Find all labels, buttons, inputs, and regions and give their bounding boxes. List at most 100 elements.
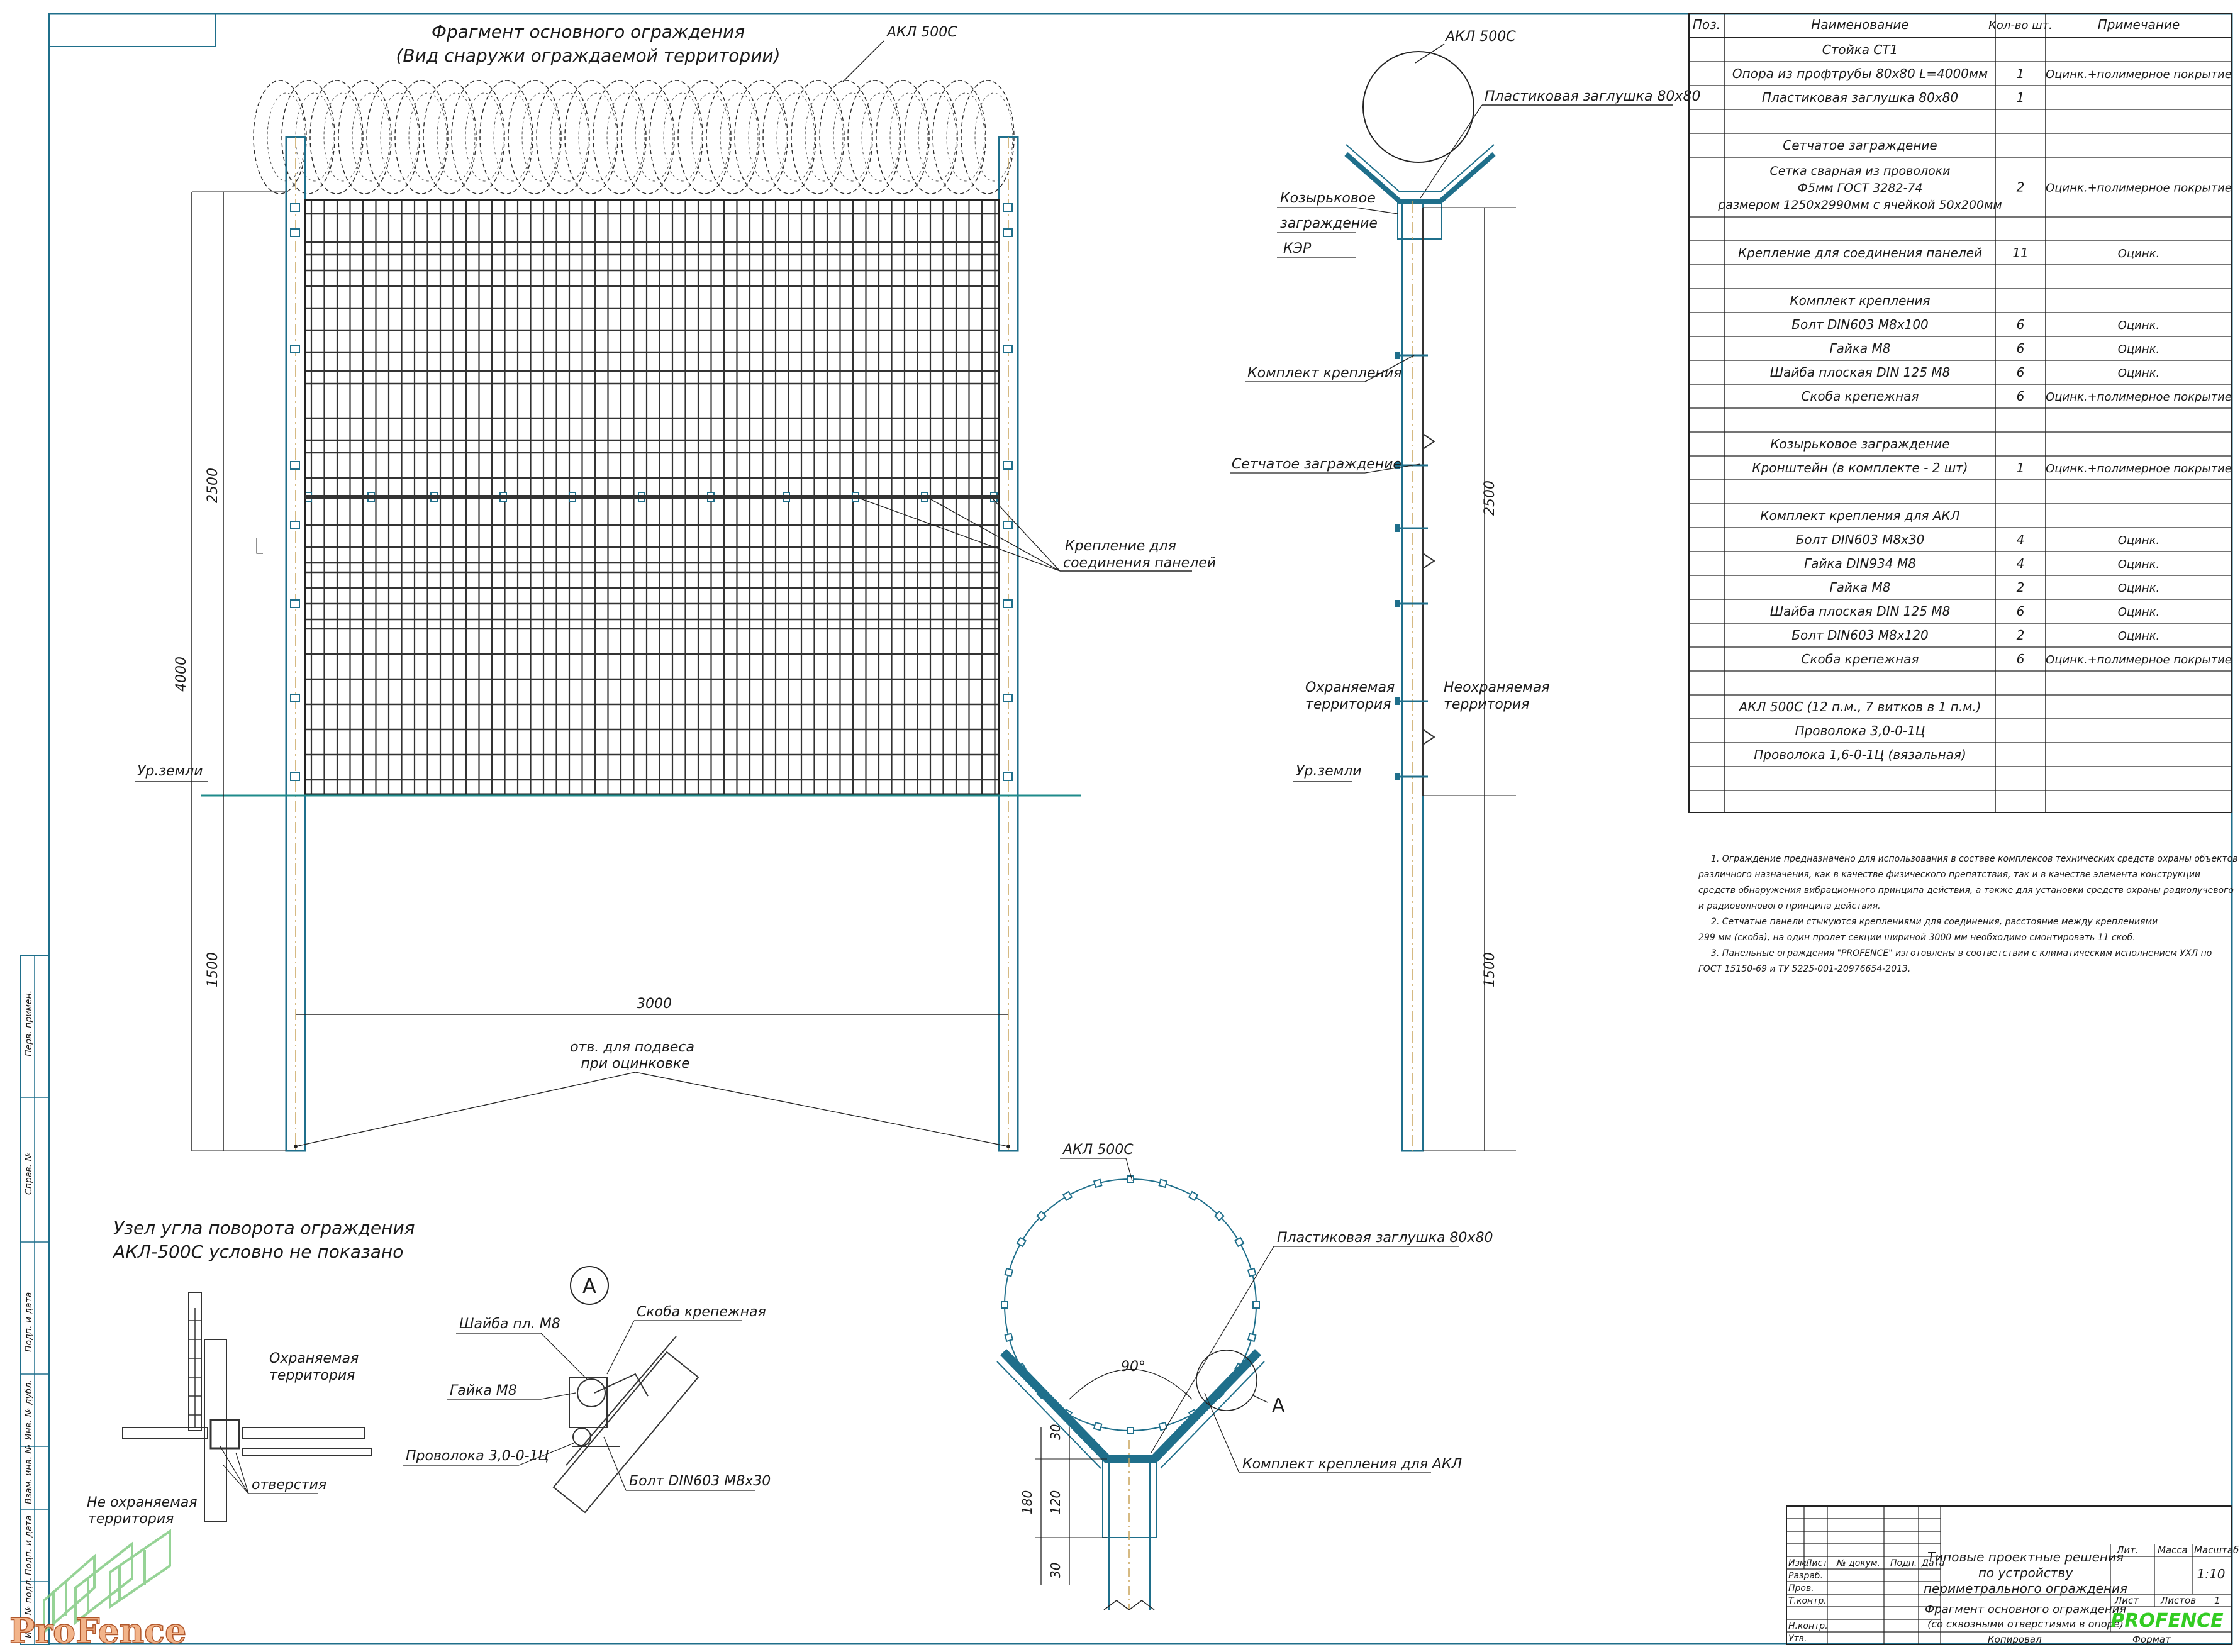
tb-copied: Копировал xyxy=(1988,1634,2042,1645)
spec-cell-note: Оцинк.+полимерное покрытие xyxy=(2046,68,2232,81)
protected-label-2: территория xyxy=(1305,697,1391,712)
akl-label: АКЛ 500С xyxy=(886,25,957,40)
spec-cell-name: Проволока 1,6-0-1Ц (вязальная) xyxy=(1754,747,1966,762)
side-dim-1500: 1500 xyxy=(1482,952,1498,987)
spec-cell-note: Оцинк. xyxy=(2118,534,2159,547)
spec-cell-qty: 6 xyxy=(2017,317,2025,332)
dim-30b: 30 xyxy=(1048,1563,1063,1578)
unprotected-label-2: территория xyxy=(1444,697,1529,712)
tb-project-3: периметрального ограждения xyxy=(1924,1581,2127,1596)
holes-label-2: при оцинковке xyxy=(581,1056,689,1072)
corner-unprotected-1: Не охраняемая xyxy=(87,1495,197,1511)
spec-cell-name: Стойка СТ1 xyxy=(1822,42,1898,57)
top-corner-box xyxy=(48,13,216,47)
note-line: и радиоволнового принципа действия. xyxy=(1698,901,1881,911)
side-bolts xyxy=(1395,352,1435,780)
spec-cell-qty: 2 xyxy=(2017,628,2025,643)
corner-view: Узел угла поворота ограждения АКЛ-500С у… xyxy=(87,1217,415,1527)
spec-cell-name: Кронштейн (в комплекте - 2 шт) xyxy=(1752,460,1968,475)
spec-cell-note: Оцинк. xyxy=(2118,247,2159,260)
profence-watermark-text: ProFence xyxy=(9,1610,186,1651)
holes-label-1: отв. для подвеса xyxy=(570,1039,694,1055)
note-line: различного назначения, как в качестве фи… xyxy=(1698,870,2200,880)
spec-cell-name: Шайба плоская DIN 125 М8 xyxy=(1770,604,1951,619)
tb-sheet-name-1: Фрагмент основного ограждения xyxy=(1925,1603,2126,1616)
spec-cell-name: Опора из профтрубы 80х80 L=4000мм xyxy=(1732,66,1988,81)
spec-header-note: Примечание xyxy=(2098,17,2180,32)
spec-cell-qty: 1 xyxy=(2017,460,2025,475)
spec-cell-note: Оцинк. xyxy=(2118,367,2159,380)
spec-cell-qty: 6 xyxy=(2017,389,2025,404)
spec-cell-note: Оцинк. xyxy=(2118,558,2159,571)
side-fastening-kit-label: Комплект крепления xyxy=(1247,365,1401,381)
side-view: АКЛ 500С Пластиковая заглушка 80х80 Козы… xyxy=(1230,29,1700,1152)
stamp-label: Инв. № дубл. xyxy=(24,1380,34,1440)
visor-label-2: заграждение xyxy=(1280,216,1378,231)
spec-cell-name: Проволока 3,0-0-1Ц xyxy=(1795,723,1925,738)
notes: 1. Ограждение предназначено для использо… xyxy=(1698,854,2237,974)
sheet-frame xyxy=(48,13,2233,1645)
side-post xyxy=(1401,200,1424,1152)
spec-cell-note: Оцинк.+полимерное покрытие xyxy=(2046,462,2232,475)
tb-sheets-value: 1 xyxy=(2214,1595,2220,1606)
tb-sheet: Лист xyxy=(2114,1595,2139,1606)
spec-cell-note: Оцинк. xyxy=(2118,319,2159,332)
spec-cell-name: АКЛ 500С (12 п.м., 7 витков в 1 п.м.) xyxy=(1738,699,1981,714)
spec-cell-name: Комплект крепления xyxy=(1790,293,1930,308)
detail-nut: Гайка М8 xyxy=(450,1383,517,1399)
note-line: ГОСТ 15150-69 и ТУ 5225-001-20976654-201… xyxy=(1698,964,1910,974)
dim-1500: 1500 xyxy=(205,952,221,987)
tb-format: Формат xyxy=(2132,1634,2171,1645)
spec-cell-name: Болт DIN603 М8х120 xyxy=(1791,628,1929,643)
side-ground-label: Ур.земли xyxy=(1296,763,1362,779)
spec-cell-qty: 1 xyxy=(2017,66,2025,81)
side-mesh-label: Сетчатое заграждение xyxy=(1232,457,1401,472)
tb-role: Утв. xyxy=(1788,1634,1807,1644)
side-dim-2500: 2500 xyxy=(1482,480,1498,516)
spec-cell-qty: 4 xyxy=(2017,556,2025,571)
spec-cell-name: Сетка сварная из проволоки xyxy=(1769,164,1950,178)
profence-watermark: ProFence xyxy=(9,1529,187,1651)
corner-holes-label: отверстия xyxy=(252,1477,326,1493)
stamp-label: Справ. № xyxy=(24,1152,34,1195)
panel-fastening-label-1: Крепление для xyxy=(1065,538,1176,554)
dim-30a: 30 xyxy=(1048,1424,1063,1440)
spec-cell-qty: 11 xyxy=(2012,245,2028,260)
tb-sign: Подп. xyxy=(1890,1558,1917,1568)
tb-role: Т.контр. xyxy=(1788,1596,1827,1606)
spec-cell-name: Болт DIN603 М8х100 xyxy=(1791,317,1929,332)
title-block: Изм. Лист № докум. Подп. Дата Разраб. Пр… xyxy=(1786,1505,2239,1645)
note-line: 3. Панельные ограждения "PROFENCE" изгот… xyxy=(1711,948,2212,958)
stamp-label: Инв. № подл. xyxy=(24,1577,34,1638)
spec-header-pos: Поз. xyxy=(1693,17,1720,32)
spec-cell-name: Скоба крепежная xyxy=(1801,389,1919,404)
razor-wire-coils xyxy=(253,80,1015,194)
tb-scale: Масштаб xyxy=(2194,1544,2239,1556)
tb-project-1: Типовые проектные решения xyxy=(1927,1549,2124,1565)
tb-role: Н.контр. xyxy=(1788,1621,1828,1631)
side-akl-label: АКЛ 500С xyxy=(1444,29,1516,45)
tb-scale-value: 1:10 xyxy=(2197,1566,2226,1582)
tb-sheets: Листов xyxy=(2160,1595,2196,1606)
main-title-line2: (Вид снаружи ограждаемой территории) xyxy=(396,45,780,66)
note-line: средств обнаружения вибрационного принци… xyxy=(1698,885,2234,895)
spec-cell-name: Болт DIN603 М8х30 xyxy=(1796,532,1925,547)
detail-washer: Шайба пл. М8 xyxy=(459,1316,560,1332)
top-a-marker: А xyxy=(1272,1395,1285,1417)
visor-label-3: КЭР xyxy=(1283,241,1312,257)
unprotected-label-1: Неохраняемая xyxy=(1444,680,1549,696)
note-line: 299 мм (скоба), на один пролет секции ши… xyxy=(1698,933,2136,943)
detail-bracket: Скоба крепежная xyxy=(637,1304,766,1320)
spec-cell-note: Оцинк. xyxy=(2118,629,2159,643)
top-plug-label: Пластиковая заглушка 80х80 xyxy=(1277,1230,1493,1246)
spec-cell-name: Сетчатое заграждение xyxy=(1783,138,1937,153)
spec-cell-name: Скоба крепежная xyxy=(1801,651,1919,667)
tb-project-2: по устройству xyxy=(1978,1565,2074,1580)
spec-cell-qty: 6 xyxy=(2017,604,2025,619)
detail-wire: Проволока 3,0-0-1Ц xyxy=(406,1448,549,1464)
side-plug-label: Пластиковая заглушка 80х80 xyxy=(1485,89,1700,104)
spec-cell-name: размером 1250х2990мм с ячейкой 50х200мм xyxy=(1717,198,2002,212)
spec-cell-note: Оцинк.+полимерное покрытие xyxy=(2046,182,2232,195)
note-line: 1. Ограждение предназначено для использо… xyxy=(1711,854,2237,864)
